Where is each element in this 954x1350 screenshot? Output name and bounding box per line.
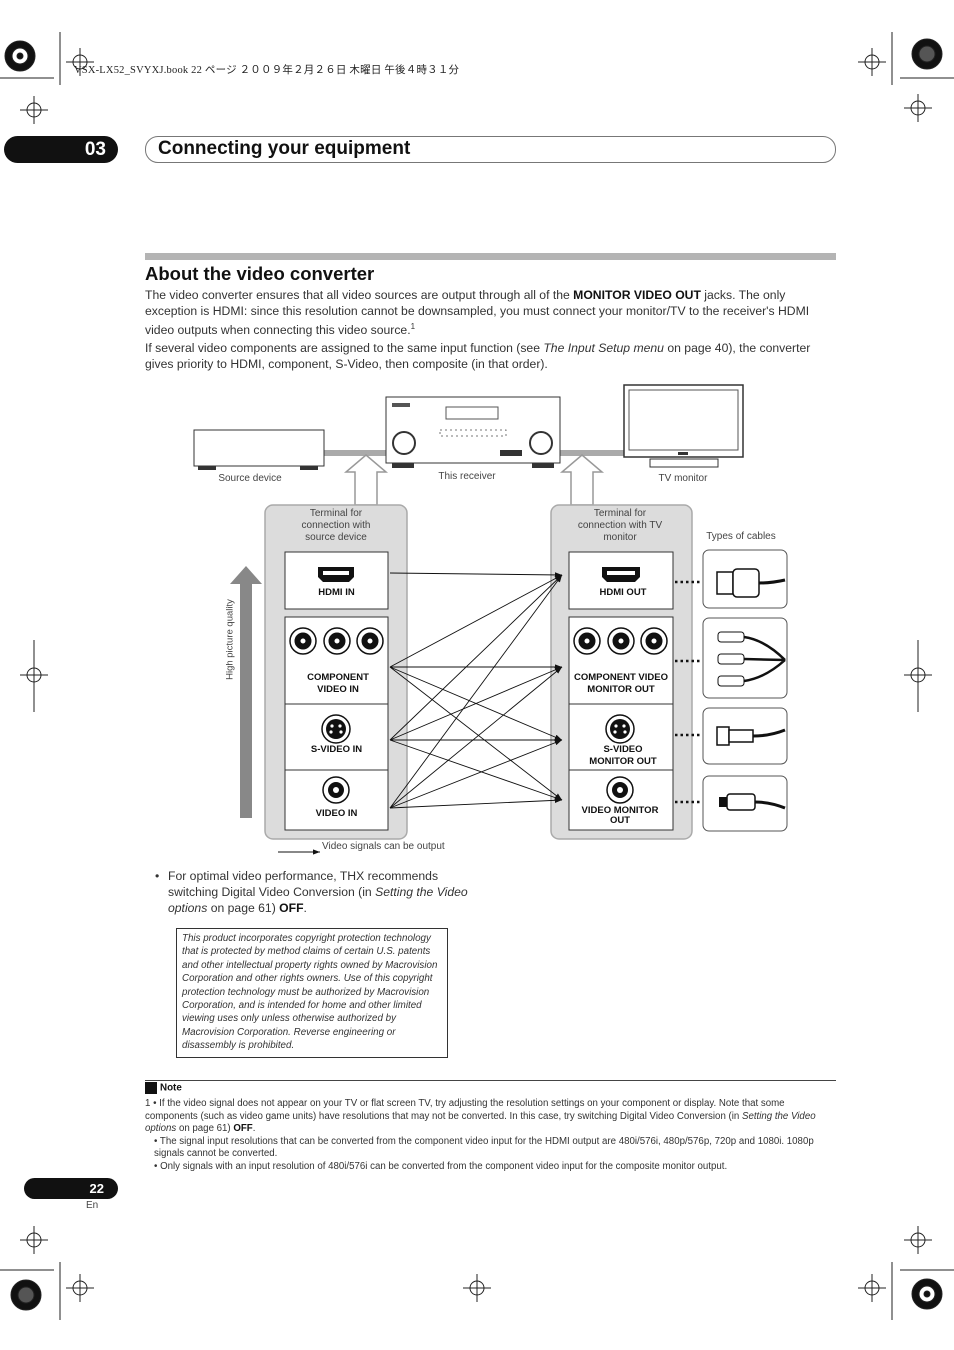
tv-illustration bbox=[623, 384, 744, 468]
note-item-2: • The signal input resolutions that can … bbox=[154, 1135, 814, 1160]
note-item-1: 1 • If the video signal does not appear … bbox=[145, 1098, 816, 1135]
signal-arrows bbox=[278, 572, 563, 855]
signals-legend-label: Video signals can be output bbox=[322, 841, 445, 852]
hdmi-out-label: HDMI OUT bbox=[599, 587, 647, 598]
intro-paragraph-1: The video converter ensures that all vid… bbox=[145, 288, 810, 338]
s-video-out-jack bbox=[605, 714, 635, 744]
chapter-bar bbox=[145, 136, 836, 163]
receiver-illustration bbox=[385, 396, 561, 468]
hdmi-in-icon bbox=[318, 567, 354, 582]
component-out-jacks bbox=[573, 627, 668, 655]
s-video-monitor-out-label: S-VIDEO MONITOR OUT bbox=[589, 744, 657, 767]
hdmi-cable-icon bbox=[702, 549, 788, 609]
section-rule bbox=[145, 253, 836, 260]
video-in-jack bbox=[322, 776, 350, 804]
note-body: 1 • If the video signal does not appear … bbox=[145, 1098, 837, 1174]
hdmi-in-label: HDMI IN bbox=[318, 587, 355, 598]
receiver-label: This receiver bbox=[438, 471, 496, 482]
language-code: En bbox=[86, 1200, 99, 1211]
terminal-tv-label: Terminal for connection with TV monitor bbox=[577, 508, 663, 543]
note-item-3: • Only signals with an input resolution … bbox=[154, 1160, 728, 1172]
composite-cable-icon bbox=[702, 775, 788, 832]
component-video-monitor-out-label: COMPONENT VIDEO MONITOR OUT bbox=[574, 672, 668, 695]
quality-axis-label: High picture quality bbox=[224, 599, 236, 680]
thx-recommendation-bullet: • For optimal video performance, THX rec… bbox=[155, 869, 468, 915]
chapter-number: 03 bbox=[4, 136, 118, 163]
source-device-illustration bbox=[193, 429, 325, 470]
video-in-label: VIDEO IN bbox=[315, 808, 358, 819]
intro-paragraph-2: If several video components are assigned… bbox=[145, 341, 811, 371]
types-of-cables-label: Types of cables bbox=[706, 531, 776, 542]
hdmi-out-icon bbox=[602, 567, 640, 582]
component-in-jacks bbox=[289, 627, 384, 655]
note-heading: Note bbox=[145, 1082, 182, 1094]
component-cable-icon bbox=[702, 617, 788, 699]
video-monitor-out-label: VIDEO MONITOR OUT bbox=[581, 805, 659, 826]
note-icon bbox=[145, 1082, 157, 1094]
book-header-line: VSX-LX52_SVYXJ.book 22 ページ ２００９年２月２６日 木曜… bbox=[74, 65, 460, 76]
component-video-in-label: COMPONENT VIDEO IN bbox=[307, 672, 369, 695]
note-rule bbox=[145, 1080, 836, 1081]
quality-arrow bbox=[230, 566, 262, 818]
source-device-label: Source device bbox=[218, 473, 282, 484]
cable-dotted-leaders bbox=[675, 580, 703, 804]
tv-monitor-label: TV monitor bbox=[658, 473, 708, 484]
page-number: 22 bbox=[24, 1178, 118, 1199]
chapter-title: Connecting your equipment bbox=[158, 138, 411, 159]
copyright-notice: This product incorporates copyright prot… bbox=[176, 928, 448, 1058]
terminal-source-label: Terminal for connection with source devi… bbox=[301, 508, 371, 543]
video-out-jack bbox=[606, 776, 634, 804]
section-title: About the video converter bbox=[145, 263, 375, 284]
s-video-cable-icon bbox=[702, 707, 788, 765]
s-video-in-jack bbox=[321, 714, 351, 744]
s-video-in-label: S-VIDEO IN bbox=[310, 744, 363, 755]
